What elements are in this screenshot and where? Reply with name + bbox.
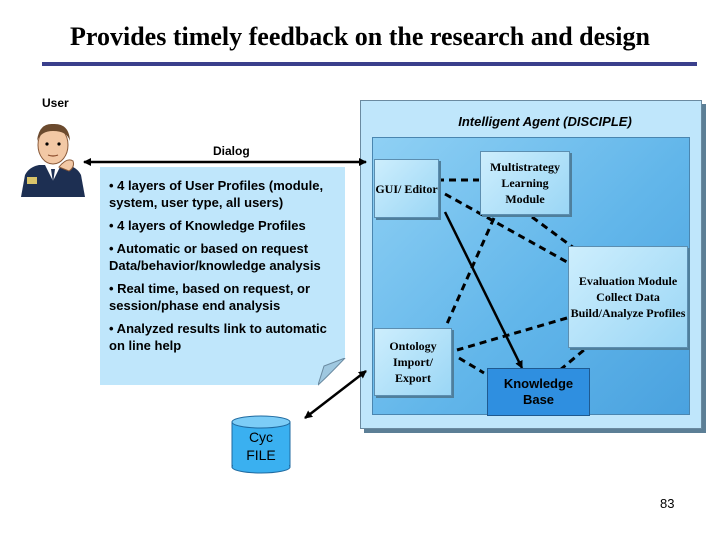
title-underline (42, 62, 697, 66)
cyc-file-cylinder (231, 415, 291, 474)
page-number: 83 (660, 496, 675, 511)
evaluation-module-box: Evaluation Module Collect Data Build/Ana… (568, 246, 688, 348)
kb-eval-link (559, 343, 591, 372)
cyc-label: Cyc (248, 429, 274, 445)
note-item-online-help: • Analyzed results link to automatic on … (109, 321, 327, 353)
knowledge-base-box: Knowledge Base (487, 368, 590, 416)
dialog-label: Dialog (213, 144, 250, 158)
gui-kb-link (443, 211, 524, 369)
ontology-kb-link (458, 356, 485, 375)
user-label: User (42, 96, 69, 110)
gui-editor-box: GUI/ Editor (374, 159, 439, 218)
ontology-import-export-box: Ontology Import/ Export (374, 328, 452, 396)
file-label: FILE (246, 447, 276, 463)
agent-title: Intelligent Agent (DISCIPLE) (458, 114, 632, 129)
note-item-analysis-mode: • Automatic or based on request Data/beh… (109, 241, 321, 273)
note-fold-icon (318, 358, 346, 386)
cyc-arrow (304, 370, 367, 419)
learning-module-box: Multistrategy Learning Module (480, 151, 570, 215)
learning-eval-link (531, 215, 579, 253)
learning-ontology-link (444, 217, 496, 327)
note-item-knowledge-profiles: • 4 layers of Knowledge Profiles (109, 218, 306, 233)
user-avatar-icon (21, 123, 85, 197)
analysis-note (100, 167, 345, 385)
note-text: • 4 layers of User Profiles (module, sys… (109, 177, 341, 360)
note-item-user-profiles: • 4 layers of User Profiles (module, sys… (109, 178, 324, 210)
slide-title: Provides timely feedback on the research… (70, 22, 650, 51)
note-item-analysis-timing: • Real time, based on request, or sessio… (109, 281, 311, 313)
cyc-file-label: Cyc FILE (232, 428, 290, 464)
